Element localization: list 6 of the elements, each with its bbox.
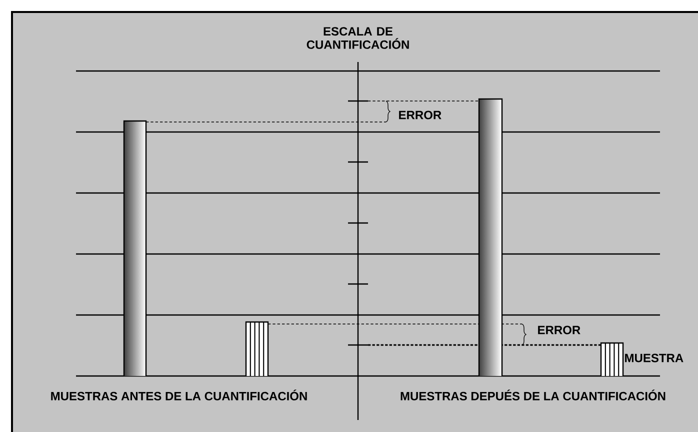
error-label: ERROR: [538, 326, 580, 334]
axis-caption: MUESTRAS DEPUÉS DE LA CUANTIFICACIÓN: [400, 390, 666, 400]
scale-title: ESCALA DE CUANTIFICACIÓN: [306, 27, 409, 49]
error-label: ERROR: [399, 110, 442, 120]
sample-label: MUESTRA: [625, 354, 684, 362]
axis-caption: MUESTRAS ANTES DE LA CUANTIFICACIÓN: [51, 390, 307, 400]
